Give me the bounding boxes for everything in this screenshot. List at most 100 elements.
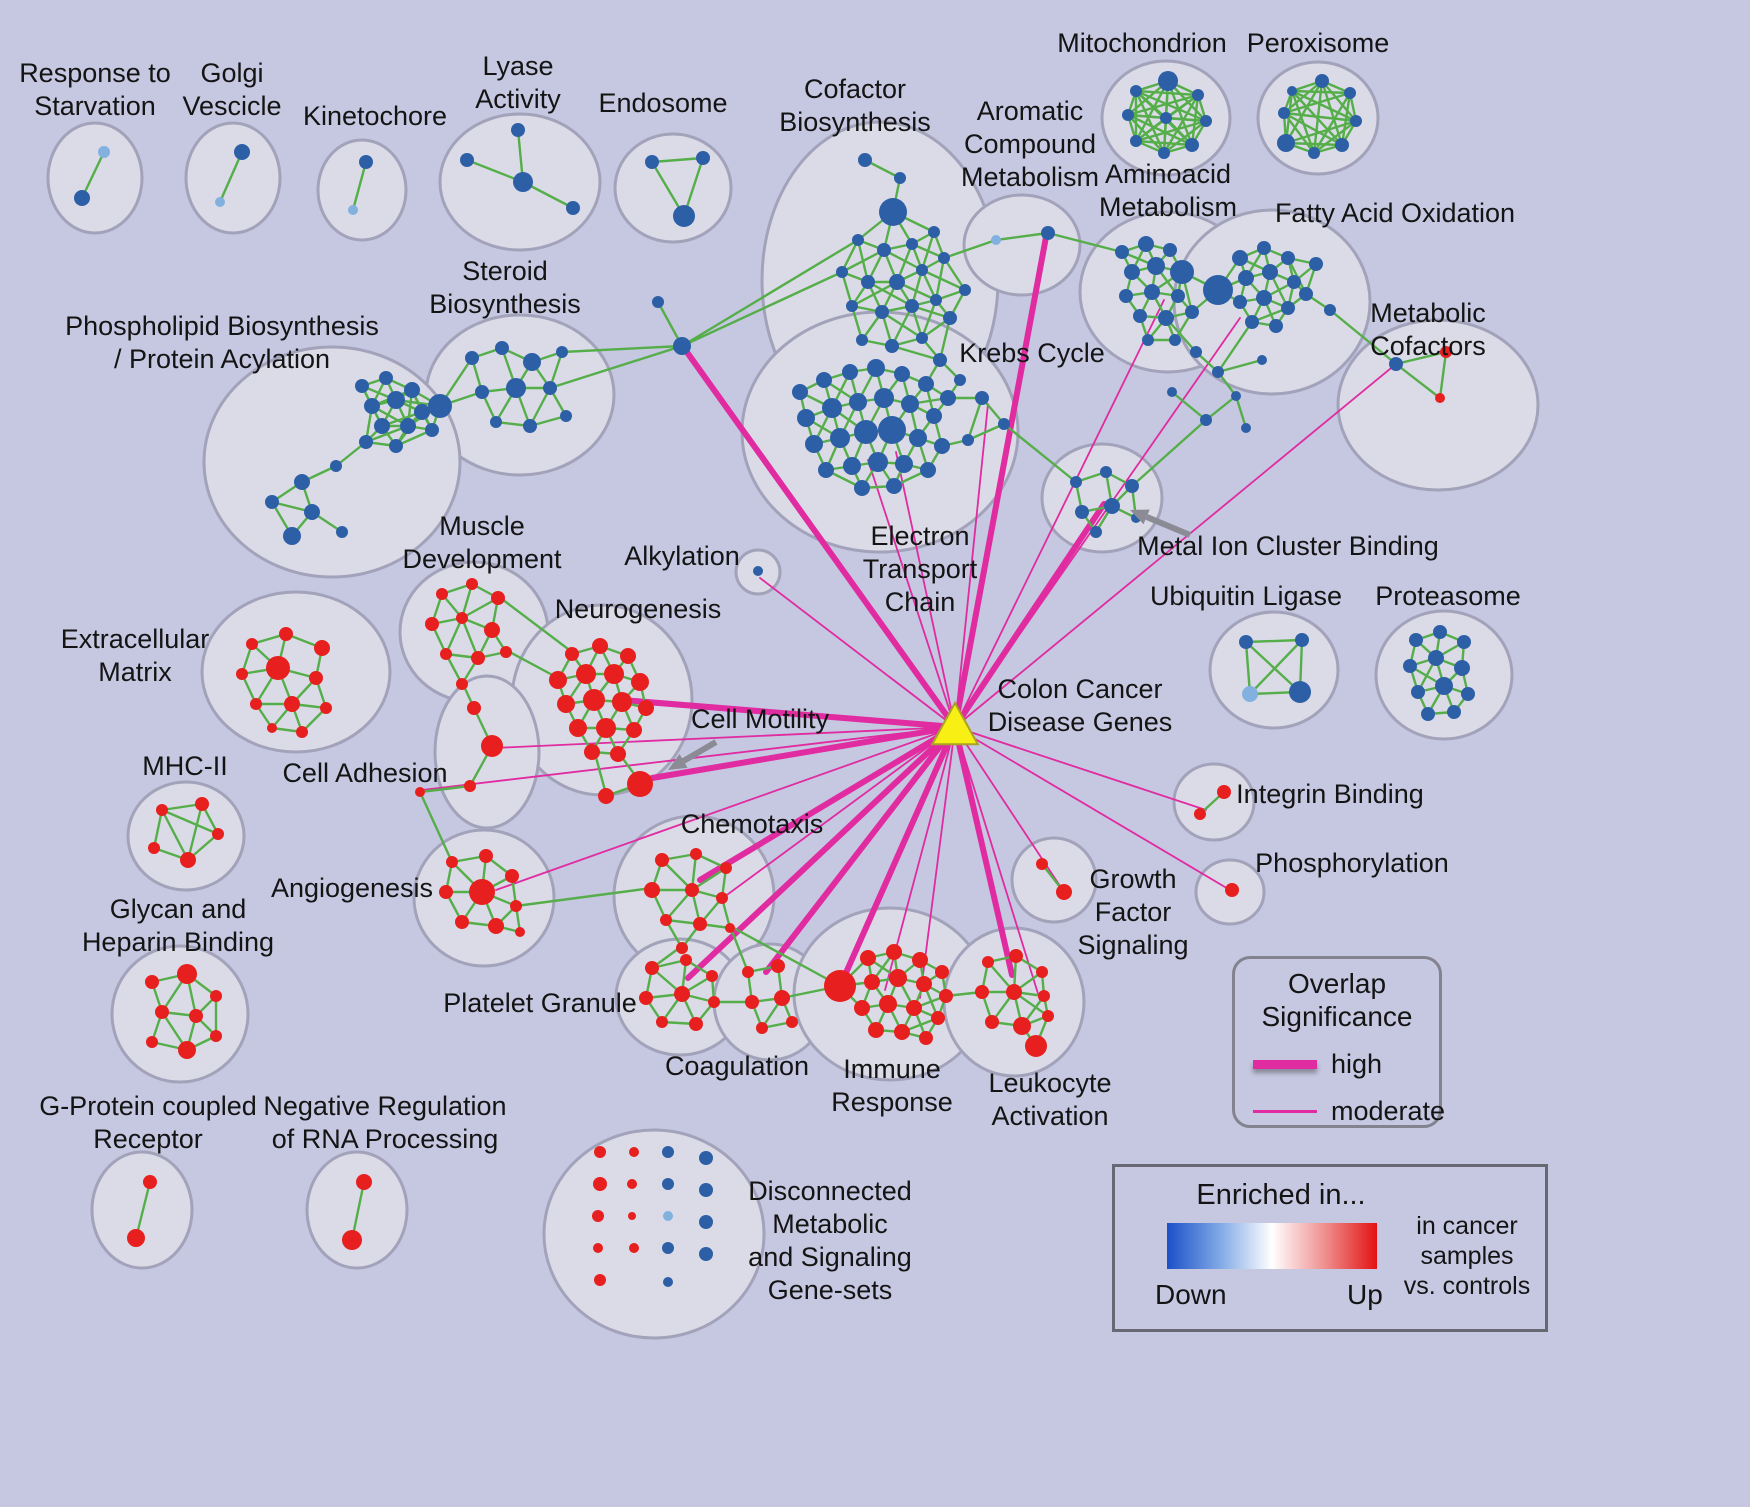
cofactor-biosynthesis-node[interactable] xyxy=(894,172,906,184)
aminoacid-metabolism-node[interactable] xyxy=(1185,305,1199,319)
aminoacid-metabolism-node[interactable] xyxy=(1163,243,1177,257)
coagulation-node[interactable] xyxy=(745,995,759,1009)
cofactor-biosynthesis-node[interactable] xyxy=(916,332,928,344)
kinetochore-node[interactable] xyxy=(348,205,358,215)
mitochondrion-node[interactable] xyxy=(1158,147,1170,159)
leukocyte-activation-node[interactable] xyxy=(1036,966,1048,978)
fatty-acid-oxidation-node[interactable] xyxy=(1269,319,1283,333)
fatty-acid-oxidation-node[interactable] xyxy=(1324,304,1336,316)
cofactor-biosynthesis-node[interactable] xyxy=(877,243,891,257)
muscle-development-node[interactable] xyxy=(466,578,478,590)
neurogenesis-node[interactable] xyxy=(596,718,616,738)
chemotaxis-node[interactable] xyxy=(655,853,669,867)
phospholipid-biosynthesis-protein-acylation-node[interactable] xyxy=(359,435,373,449)
neurogenesis-node[interactable] xyxy=(604,664,624,684)
electron-transport-chain-node[interactable] xyxy=(849,393,867,411)
metabolic-tail-node[interactable] xyxy=(1200,414,1212,426)
extracellular-matrix-node[interactable] xyxy=(296,726,308,738)
cofactor-biosynthesis-node[interactable] xyxy=(885,339,899,353)
immune-response-node[interactable] xyxy=(931,1011,945,1025)
junction-node[interactable] xyxy=(673,337,691,355)
immune-response-node[interactable] xyxy=(935,965,949,979)
platelet-granule-node[interactable] xyxy=(645,961,659,975)
phospholipid-biosynthesis-protein-acylation-node[interactable] xyxy=(364,398,380,414)
fatty-acid-oxidation-node[interactable] xyxy=(1262,264,1278,280)
aminoacid-metabolism-node[interactable] xyxy=(1147,257,1165,275)
disconnected-genesets-node[interactable] xyxy=(699,1247,713,1261)
proteasome-node[interactable] xyxy=(1457,635,1471,649)
fatty-acid-oxidation-node[interactable] xyxy=(1281,251,1295,265)
platelet-granule-node[interactable] xyxy=(706,970,718,982)
metabolic-tail-node[interactable] xyxy=(1190,346,1202,358)
aminoacid-metabolism-node[interactable] xyxy=(1138,236,1154,252)
phosphorylation-node[interactable] xyxy=(1225,883,1239,897)
aminoacid-metabolism-node[interactable] xyxy=(1171,289,1185,303)
peroxisome-node[interactable] xyxy=(1277,134,1295,152)
electron-transport-chain-node[interactable] xyxy=(920,462,936,478)
immune-response-node[interactable] xyxy=(919,1031,933,1045)
electron-transport-chain-node[interactable] xyxy=(842,364,858,380)
cofactor-biosynthesis-node[interactable] xyxy=(906,238,918,250)
neurogenesis-node[interactable] xyxy=(592,638,608,654)
steroid-biosynthesis-node[interactable] xyxy=(465,351,479,365)
metabolic-tail-node[interactable] xyxy=(1167,387,1177,397)
golgi-vescicle-node[interactable] xyxy=(234,144,250,160)
proteasome-node[interactable] xyxy=(1409,633,1423,647)
cell-adhesion-node[interactable] xyxy=(481,735,503,757)
aminoacid-metabolism-node[interactable] xyxy=(1158,310,1174,326)
metal-ion-cluster-binding-node[interactable] xyxy=(1104,498,1120,514)
metal-ion-cluster-binding-node[interactable] xyxy=(1070,476,1082,488)
metal-ion-cluster-binding-node[interactable] xyxy=(1090,526,1102,538)
phospholipid-biosynthesis-protein-acylation-node[interactable] xyxy=(265,495,279,509)
coagulation-node[interactable] xyxy=(742,966,754,978)
endosome-node[interactable] xyxy=(673,205,695,227)
extracellular-matrix-node[interactable] xyxy=(236,668,248,680)
phospholipid-biosynthesis-protein-acylation-node[interactable] xyxy=(425,423,439,437)
proteasome-node[interactable] xyxy=(1428,650,1444,666)
neurogenesis-node[interactable] xyxy=(631,673,649,691)
cofactor-biosynthesis-node[interactable] xyxy=(959,284,971,296)
golgi-vescicle-node[interactable] xyxy=(215,197,225,207)
mhc-ii-node[interactable] xyxy=(156,804,168,816)
peroxisome-node[interactable] xyxy=(1344,87,1356,99)
phospholipid-biosynthesis-protein-acylation-node[interactable] xyxy=(404,382,420,398)
phospholipid-biosynthesis-protein-acylation-node[interactable] xyxy=(304,504,320,520)
extracellular-matrix-node[interactable] xyxy=(250,698,262,710)
steroid-biosynthesis-node[interactable] xyxy=(523,353,541,371)
cofactor-biosynthesis-node[interactable] xyxy=(861,275,875,289)
electron-transport-chain-node[interactable] xyxy=(901,395,919,413)
negative-regulation-of-rna-processing-node[interactable] xyxy=(356,1174,372,1190)
disconnected-genesets-node[interactable] xyxy=(699,1151,713,1165)
extracellular-matrix-node[interactable] xyxy=(314,640,330,656)
fatty-acid-oxidation-node[interactable] xyxy=(1245,315,1259,329)
extracellular-matrix-node[interactable] xyxy=(246,638,258,650)
disconnected-genesets-node[interactable] xyxy=(592,1210,604,1222)
endosome-node[interactable] xyxy=(696,151,710,165)
muscle-development-node[interactable] xyxy=(425,617,439,631)
angiogenesis-node[interactable] xyxy=(479,849,493,863)
angiogenesis-node[interactable] xyxy=(455,915,469,929)
electron-transport-chain-node[interactable] xyxy=(934,438,950,454)
alkylation-node[interactable] xyxy=(753,566,763,576)
electron-transport-chain-node[interactable] xyxy=(830,428,850,448)
glycan-heparin-binding-node[interactable] xyxy=(210,990,222,1002)
chemotaxis-node[interactable] xyxy=(660,914,672,926)
cofactor-biosynthesis-node[interactable] xyxy=(846,300,858,312)
aminoacid-metabolism-node[interactable] xyxy=(1142,334,1154,346)
cell-motility-node[interactable] xyxy=(627,771,653,797)
proteasome-node[interactable] xyxy=(1454,660,1470,676)
cofactor-biosynthesis-node[interactable] xyxy=(905,299,919,313)
electron-transport-chain-node[interactable] xyxy=(818,462,834,478)
phospholipid-biosynthesis-protein-acylation-node[interactable] xyxy=(336,526,348,538)
disconnected-genesets-node[interactable] xyxy=(627,1179,637,1189)
angiogenesis-node[interactable] xyxy=(439,885,453,899)
response-to-starvation-node[interactable] xyxy=(74,190,90,206)
leukocyte-activation-node[interactable] xyxy=(1038,990,1050,1002)
muscle-development-node[interactable] xyxy=(500,646,512,658)
electron-transport-chain-node[interactable] xyxy=(854,480,870,496)
metabolic-tail-node[interactable] xyxy=(1212,366,1224,378)
cell-adhesion-node[interactable] xyxy=(464,780,476,792)
metal-ion-cluster-binding-node[interactable] xyxy=(1100,466,1112,478)
glycan-heparin-binding-node[interactable] xyxy=(189,1009,203,1023)
aromatic-compound-metabolism-node[interactable] xyxy=(991,235,1001,245)
